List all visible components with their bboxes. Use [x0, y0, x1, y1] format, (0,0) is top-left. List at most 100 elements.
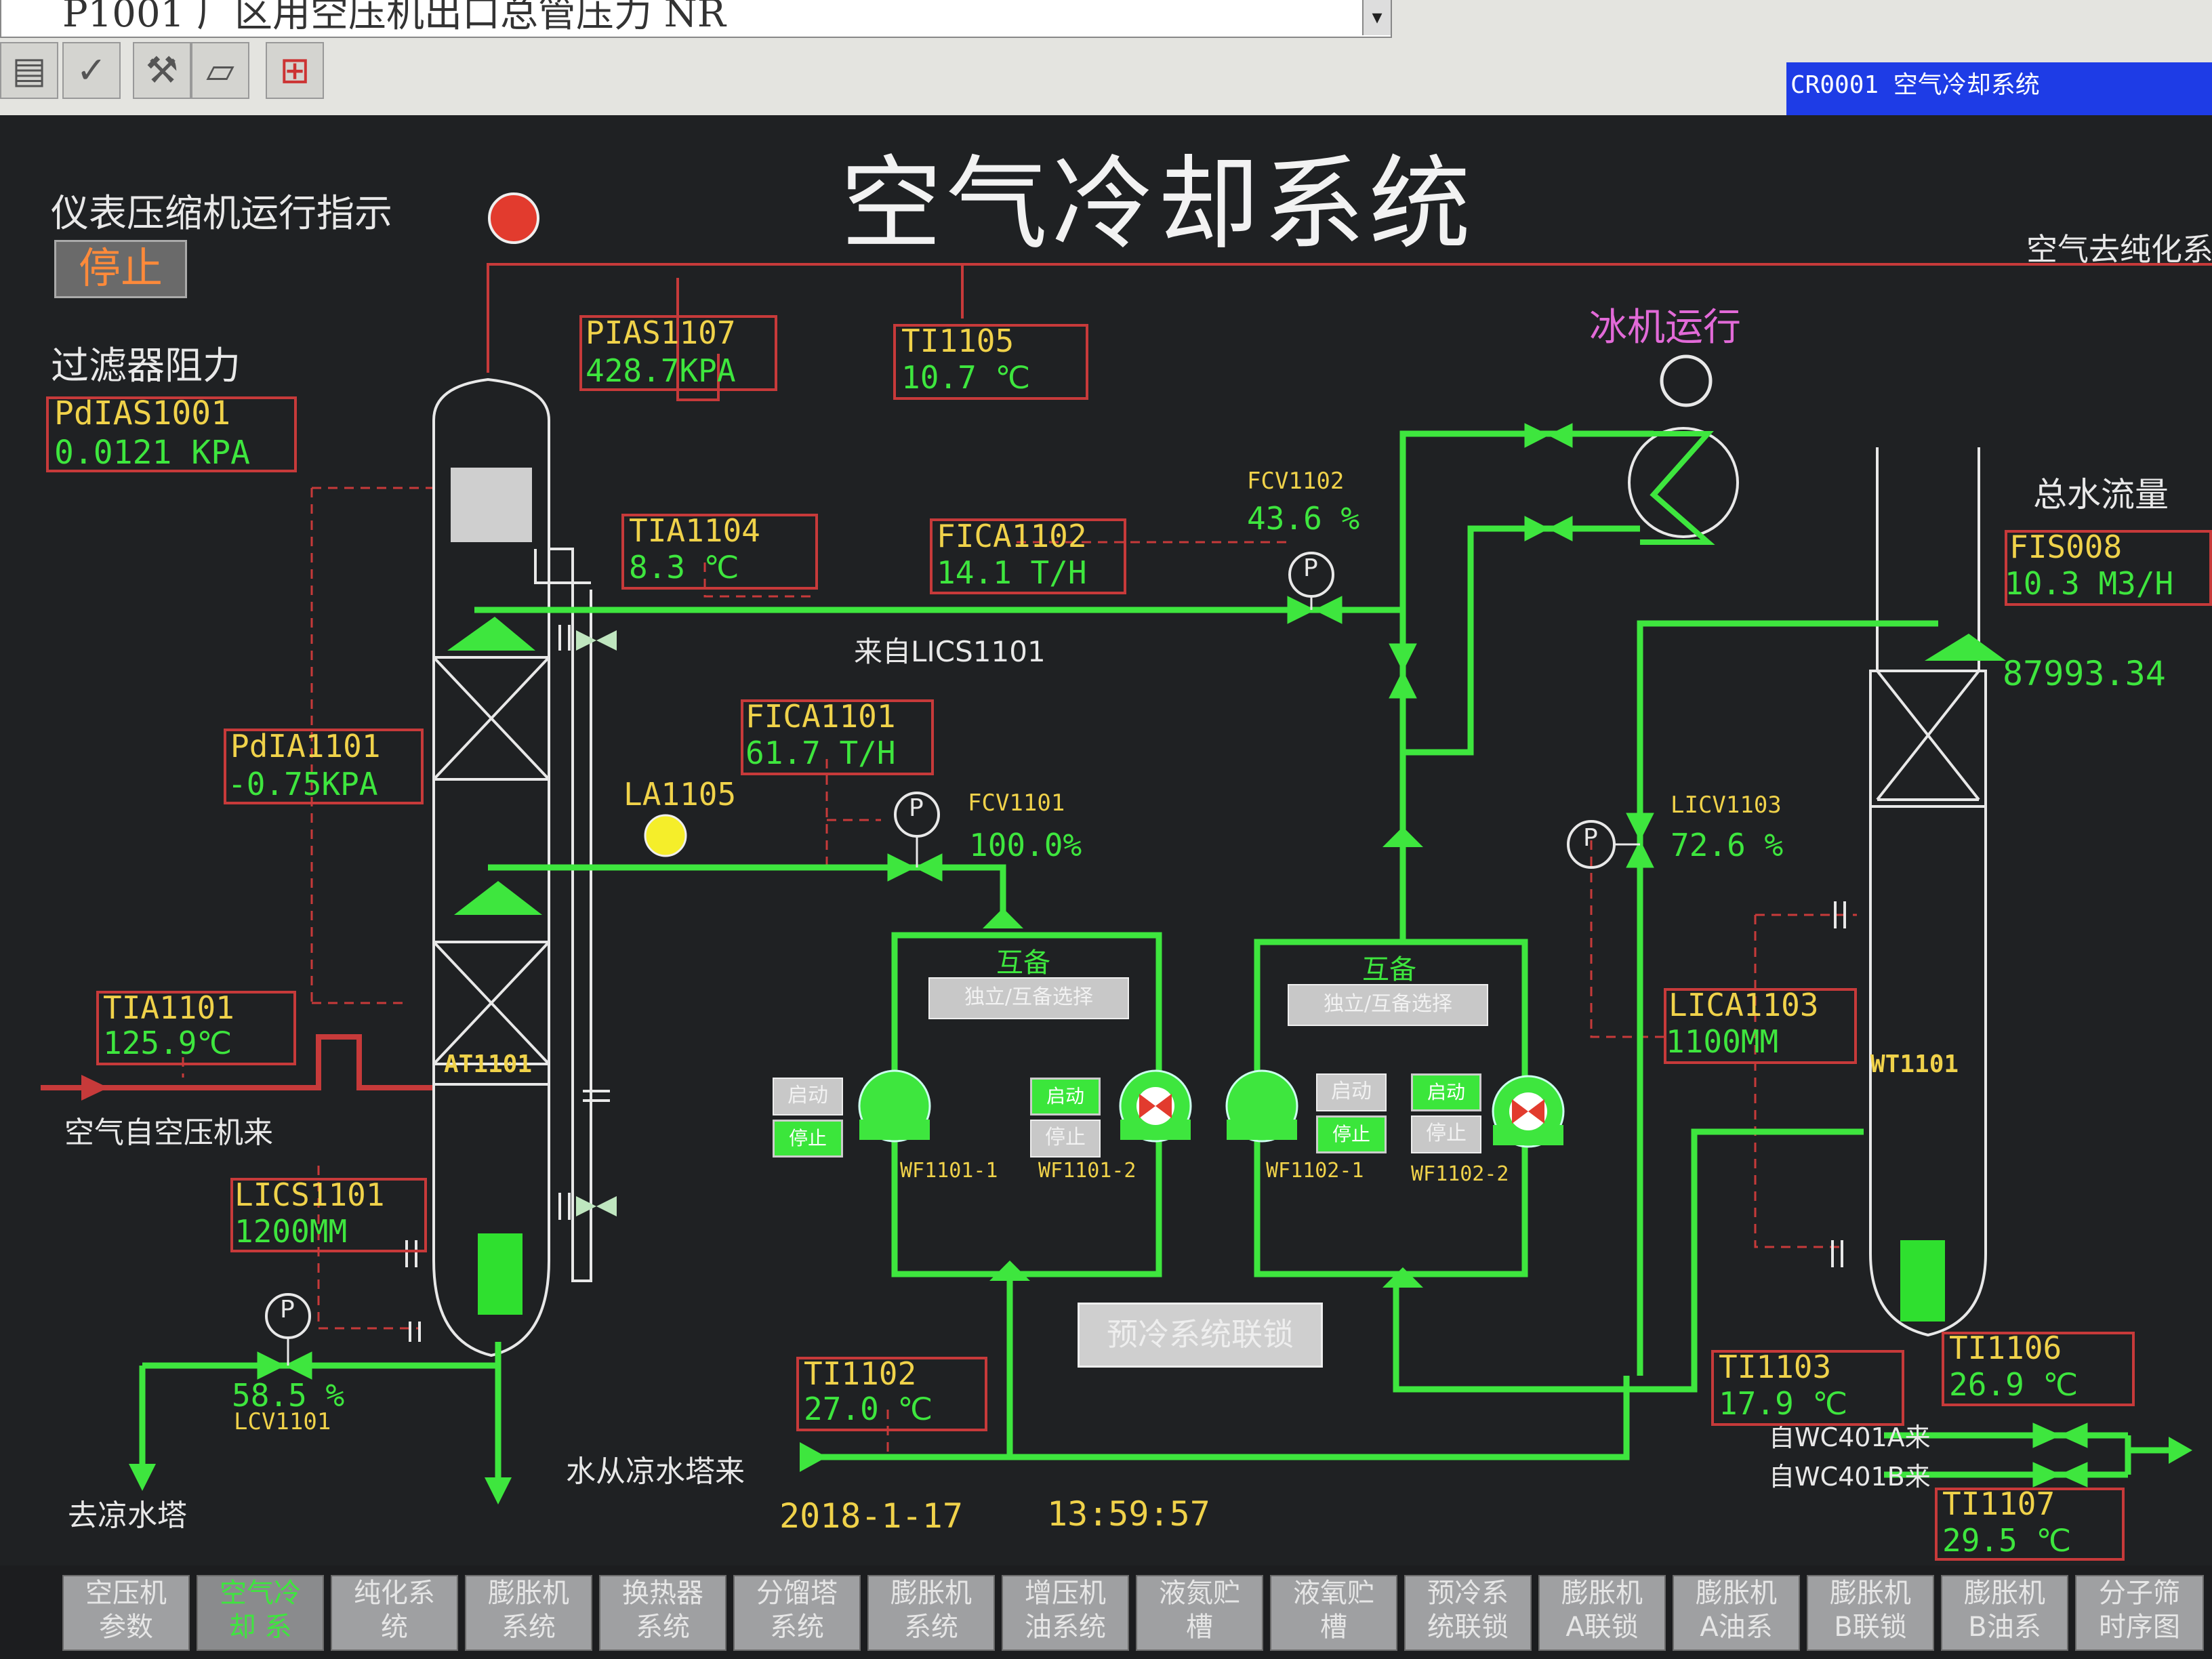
tool-icon[interactable]: ⚒ — [133, 42, 191, 99]
pump-1102-1-name: WF1102-1 — [1266, 1159, 1364, 1183]
fcv1101-positioner: P — [909, 794, 924, 822]
arrow-at-bottom — [485, 1477, 512, 1504]
tia1104-value: 8.3 ℃ — [629, 549, 739, 586]
nav-button-11[interactable]: 预冷系统联锁 — [1404, 1575, 1532, 1651]
pipe-lower-header — [488, 864, 1006, 928]
tia1104-tag: TIA1104 — [629, 512, 760, 549]
alarm-dropdown-button[interactable]: ▾ — [1362, 0, 1391, 35]
compressor-indicator-label: 仪表压缩机运行指示 — [51, 192, 392, 236]
pump-1102-1-stop-button[interactable]: 停止 — [1316, 1115, 1387, 1153]
signal-line-pias — [676, 278, 720, 401]
dashed-signal-licv — [1590, 840, 1667, 1038]
folder-open-icon[interactable]: ▱ — [191, 42, 249, 99]
fcv1101-value[interactable]: 100.0% — [969, 827, 1082, 863]
ti1102-box[interactable] — [796, 1357, 987, 1431]
la1105-lamp — [644, 814, 687, 857]
pump-group-1-standby: 互备 — [996, 947, 1050, 979]
at1101-level — [478, 1233, 523, 1315]
nav-button-4[interactable]: 膨胀机系统 — [465, 1575, 592, 1651]
wt1101-level — [1900, 1240, 1945, 1322]
pump-box-2 — [1254, 939, 1528, 1277]
alarm-text: P1001 厂区用空压机出口总管压力 NR — [62, 0, 726, 36]
fcv1102-tag: FCV1102 — [1247, 468, 1345, 495]
ti1105-value: 10.7 ℃ — [901, 359, 1031, 396]
pump-1102-2-start-button[interactable]: 启动 — [1411, 1073, 1481, 1111]
pipe-wt-return — [1393, 1128, 1864, 1393]
nav-button-16[interactable]: 分子筛时序图 — [2075, 1575, 2204, 1651]
add-icon[interactable]: ⊞ — [266, 42, 324, 99]
nav-button-8[interactable]: 增压机油系统 — [1002, 1575, 1129, 1651]
lics1101-value: 1200MM — [234, 1213, 348, 1250]
valve-chiller-bot — [1524, 516, 1573, 541]
nav-button-10[interactable]: 液氧贮槽 — [1270, 1575, 1397, 1651]
pump-1102-2-name: WF1102-2 — [1411, 1162, 1509, 1186]
pump-1102-1-start-button[interactable]: 启动 — [1316, 1073, 1387, 1111]
stop-button[interactable]: 停止 — [54, 240, 187, 298]
tia1104-box[interactable] — [621, 514, 818, 590]
fcv1102-value[interactable]: 43.6 % — [1247, 500, 1360, 537]
ti1106-tag: TI1106 — [1949, 1330, 2062, 1366]
arrow-box2-feed — [1382, 1267, 1423, 1288]
ti1102-value: 27.0 ℃ — [804, 1391, 933, 1427]
pipe-cooling-water-in — [800, 1376, 1630, 1460]
compressor-run-indicator — [488, 192, 539, 244]
nav-button-3[interactable]: 纯化系统 — [331, 1575, 458, 1651]
pipe-to-chiller — [1399, 525, 1640, 861]
arrow-to-tower — [129, 1464, 156, 1491]
pump-group-2-select-button[interactable]: 独立/互备选择 — [1288, 984, 1488, 1026]
at1101-tower — [432, 377, 592, 1357]
pump-1101-1-stop-button[interactable]: 停止 — [773, 1120, 843, 1158]
valve-wc401a — [2032, 1422, 2088, 1448]
fica1102-box[interactable] — [930, 518, 1126, 594]
valves-side — [576, 630, 617, 1216]
nav-button-2[interactable]: 空气冷却 系 — [197, 1575, 324, 1651]
lcv1101-value[interactable]: 58.5 % — [232, 1377, 345, 1414]
fis008-box[interactable] — [2005, 530, 2212, 606]
water-from-cooling-tower-label: 水从凉水塔来 — [566, 1454, 745, 1489]
pump-1101-2-start-button[interactable]: 启动 — [1030, 1078, 1101, 1115]
nav-button-9[interactable]: 液氮贮槽 — [1136, 1575, 1263, 1651]
pump-1102-2-stop-button[interactable]: 停止 — [1411, 1115, 1481, 1153]
date-display: 2018-1-17 — [779, 1496, 963, 1536]
tia1101-box[interactable] — [96, 991, 296, 1065]
wt1101-label: WT1101 — [1870, 1050, 1959, 1078]
nav-button-1[interactable]: 空压机参数 — [62, 1575, 190, 1651]
pdia1101-box[interactable] — [224, 729, 424, 804]
lica1103-box[interactable] — [1664, 988, 1857, 1064]
ti1103-box[interactable] — [1711, 1350, 1904, 1426]
from-lics-label: 来自LICS1101 — [854, 635, 1046, 668]
licv1103-value[interactable]: 72.6 % — [1671, 827, 1784, 863]
nav-button-5[interactable]: 换热器系统 — [599, 1575, 726, 1651]
signal-line-top — [487, 263, 2212, 373]
fica1101-box[interactable] — [741, 699, 934, 775]
pias1107-box[interactable] — [579, 315, 777, 391]
ti1107-box[interactable] — [1935, 1488, 2125, 1561]
pump-group-1-select-button[interactable]: 独立/互备选择 — [928, 977, 1129, 1019]
ti1103-tag: TI1103 — [1719, 1349, 1832, 1385]
valve-chiller-top — [1524, 423, 1573, 448]
lics1101-box[interactable] — [230, 1178, 427, 1252]
nav-button-6[interactable]: 分馏塔系统 — [733, 1575, 861, 1651]
check-icon[interactable]: ✓ — [62, 42, 121, 99]
alarm-field[interactable]: P1001 厂区用空压机出口总管压力 NR — [0, 0, 1392, 38]
pdias1001-box[interactable] — [46, 396, 297, 472]
lica1103-value: 1100MM — [1666, 1023, 1779, 1060]
ti1106-box[interactable] — [1942, 1332, 2135, 1406]
wt1101-tower — [1869, 447, 1987, 1337]
ice-machine-label: 冰机运行 — [1589, 306, 1741, 350]
total-water-flow-label: 总水流量 — [2033, 475, 2169, 514]
precool-interlock-button[interactable]: 预冷系统联锁 — [1078, 1303, 1323, 1368]
fica1101-value: 61.7 T/H — [745, 735, 896, 771]
pump-1101-2-stop-button[interactable]: 停止 — [1030, 1120, 1101, 1158]
ti1107-tag: TI1107 — [1942, 1486, 2055, 1522]
keyboard-icon[interactable]: ▤ — [0, 42, 58, 99]
ti1105-box[interactable] — [893, 324, 1088, 400]
nav-button-7[interactable]: 膨胀机系统 — [867, 1575, 995, 1651]
fis008-tag: FIS008 — [2009, 529, 2123, 565]
pump-1101-1-start-button[interactable]: 启动 — [773, 1078, 843, 1115]
pdia1101-tag: PdIA1101 — [230, 728, 381, 764]
